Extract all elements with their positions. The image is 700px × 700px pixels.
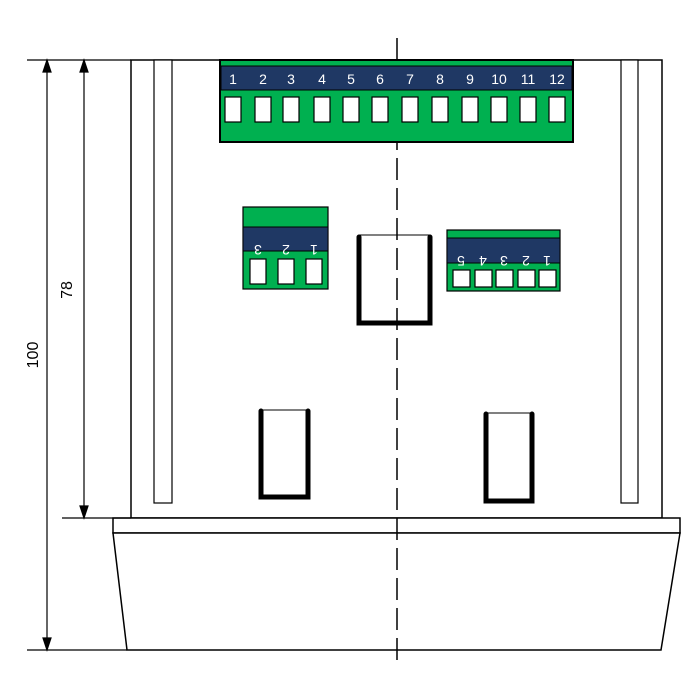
- terminal-socket: [490, 96, 508, 123]
- terminal-number: 10: [491, 71, 507, 87]
- terminal-socket: [282, 96, 300, 123]
- terminal-number: 12: [549, 71, 565, 87]
- dimension-100: [27, 58, 131, 652]
- center-latch: [356, 234, 433, 326]
- terminal-number: 9: [466, 71, 474, 87]
- terminal-number: 3: [500, 253, 508, 269]
- terminal-number: 8: [436, 71, 444, 87]
- terminal-socket: [452, 269, 471, 288]
- terminal-number: 1: [310, 242, 318, 258]
- dimension-78-label: 78: [59, 281, 76, 299]
- terminal-socket: [313, 96, 331, 123]
- terminal-number: 7: [406, 71, 414, 87]
- left-rail: [153, 59, 173, 504]
- terminal-socket: [461, 96, 479, 123]
- terminal-number: 3: [254, 242, 262, 258]
- dimension-78: [62, 58, 131, 520]
- terminal-socket: [277, 258, 295, 285]
- terminal-number: 2: [282, 242, 290, 258]
- terminal-socket: [342, 96, 360, 123]
- terminal-number: 4: [318, 71, 326, 87]
- terminal-socket: [517, 269, 536, 288]
- terminal-socket: [548, 96, 566, 123]
- terminal-socket: [305, 258, 323, 285]
- terminal-socket: [224, 96, 242, 123]
- terminal-number: 5: [457, 253, 465, 269]
- terminal-number: 3: [287, 71, 295, 87]
- terminal-socket: [254, 96, 272, 123]
- left-terminal-block: 1 2 3: [242, 206, 329, 290]
- terminal-socket: [431, 96, 449, 123]
- terminal-socket: [474, 269, 493, 288]
- terminal-socket: [401, 96, 419, 123]
- terminal-socket: [538, 269, 557, 288]
- terminal-number: 2: [259, 71, 267, 87]
- terminal-socket: [249, 258, 267, 285]
- terminal-number: 1: [229, 71, 237, 87]
- terminal-number: 2: [522, 253, 530, 269]
- terminal-number: 1: [543, 253, 551, 269]
- terminal-number: 6: [376, 71, 384, 87]
- lower-left-latch: [258, 408, 311, 500]
- terminal-number: 11: [521, 71, 536, 87]
- terminal-number: 5: [347, 71, 355, 87]
- lower-right-latch: [483, 411, 535, 504]
- terminal-socket: [495, 269, 514, 288]
- terminal-number: 4: [479, 253, 487, 269]
- right-rail: [620, 59, 639, 504]
- terminal-socket: [371, 96, 389, 123]
- terminal-socket: [519, 96, 537, 123]
- dimension-100-label: 100: [25, 342, 42, 369]
